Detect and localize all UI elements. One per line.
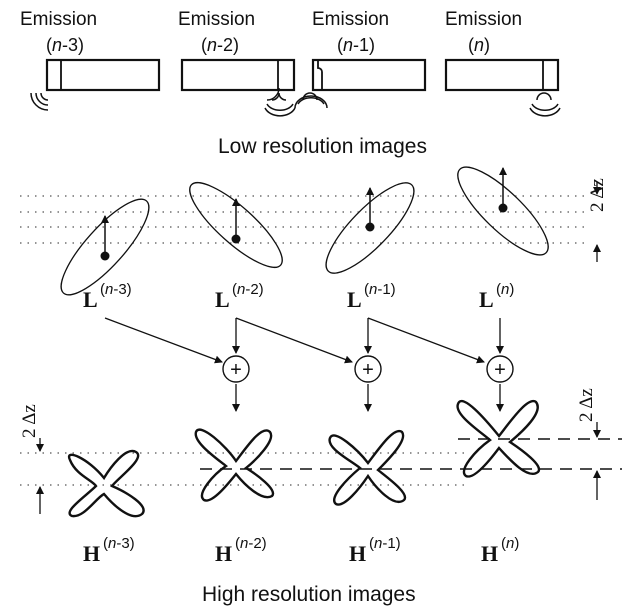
emission-index: (n-2) <box>201 35 239 55</box>
high-res-shape-3 <box>328 429 407 506</box>
low-label-3: L (n-1) <box>347 281 396 312</box>
low-label-base: L <box>479 287 494 312</box>
dz-label: 2 Δz <box>576 388 597 422</box>
wave-icon <box>529 92 561 117</box>
sum-node-3: + <box>486 355 514 383</box>
dz-label: 2 Δz <box>587 178 608 212</box>
low-label-1: L (n-3) <box>83 281 132 312</box>
transducer-bar-2 <box>180 58 296 117</box>
low-res-ellipse-1 <box>60 198 150 296</box>
high-label-base: H <box>83 541 100 566</box>
flow-arrows <box>104 317 504 412</box>
high-label-base: H <box>349 541 366 566</box>
high-label-base: H <box>481 541 498 566</box>
emission-title: Emission <box>312 9 389 30</box>
wave-icon <box>294 92 328 109</box>
low-label-base: L <box>83 287 98 312</box>
high-label-1: H (n-3) <box>83 535 135 566</box>
low-res-ellipse-2 <box>189 182 283 268</box>
sum-node-2: + <box>354 355 382 383</box>
high-label-sup: (n-3) <box>103 535 135 552</box>
high-resolution-title: High resolution images <box>202 583 416 606</box>
plus-icon: + <box>362 359 374 381</box>
sum-node-1: + <box>222 355 250 383</box>
plus-icon: + <box>230 359 242 381</box>
emission-header-4: Emission (n) <box>445 9 522 55</box>
low-label-sup: (n-2) <box>232 281 264 298</box>
high-res-dz-bracket-right: 2 Δz <box>576 388 601 500</box>
low-label-sup: (n) <box>496 281 514 298</box>
high-res-shape-2 <box>194 428 275 502</box>
high-res-shape-4 <box>456 399 541 478</box>
transducer-bar-3 <box>294 58 427 109</box>
high-label-2: H (n-2) <box>215 535 267 566</box>
emission-header-3: Emission (n-1) <box>312 9 389 55</box>
high-label-sup: (n-2) <box>235 535 267 552</box>
high-res-shape-1 <box>67 449 145 518</box>
high-res-dashed-lines <box>200 438 622 470</box>
emission-header-1: Emission (n-3) <box>20 9 97 55</box>
emission-title: Emission <box>445 9 522 30</box>
high-label-3: H (n-1) <box>349 535 401 566</box>
low-res-dz-bracket: 2 Δz <box>587 178 608 262</box>
low-label-base: L <box>347 287 362 312</box>
low-label-4: L (n) <box>479 281 514 312</box>
high-label-base: H <box>215 541 232 566</box>
emission-title: Emission <box>20 9 97 30</box>
wave-icon <box>264 87 296 117</box>
dz-label: 2 Δz <box>19 404 40 438</box>
emission-index: (n-3) <box>46 35 84 55</box>
low-label-sup: (n-3) <box>100 281 132 298</box>
low-resolution-title: Low resolution images <box>218 135 427 158</box>
transducer-bar-4 <box>444 58 561 117</box>
low-label-base: L <box>215 287 230 312</box>
wave-icon <box>30 92 49 111</box>
emission-title: Emission <box>178 9 255 30</box>
emission-header-2: Emission (n-2) <box>178 9 255 55</box>
emission-index: (n) <box>468 35 490 55</box>
transducer-bar-1 <box>30 58 161 111</box>
high-label-sup: (n) <box>501 535 519 552</box>
high-label-sup: (n-1) <box>369 535 401 552</box>
low-label-2: L (n-2) <box>215 281 264 312</box>
emission-index: (n-1) <box>337 35 375 55</box>
plus-icon: + <box>494 359 506 381</box>
low-label-sup: (n-1) <box>364 281 396 298</box>
high-label-4: H (n) <box>481 535 519 566</box>
low-res-ellipse-3 <box>325 182 415 274</box>
low-res-ellipse-4 <box>457 166 549 256</box>
high-res-dz-bracket-left: 2 Δz <box>19 404 44 514</box>
